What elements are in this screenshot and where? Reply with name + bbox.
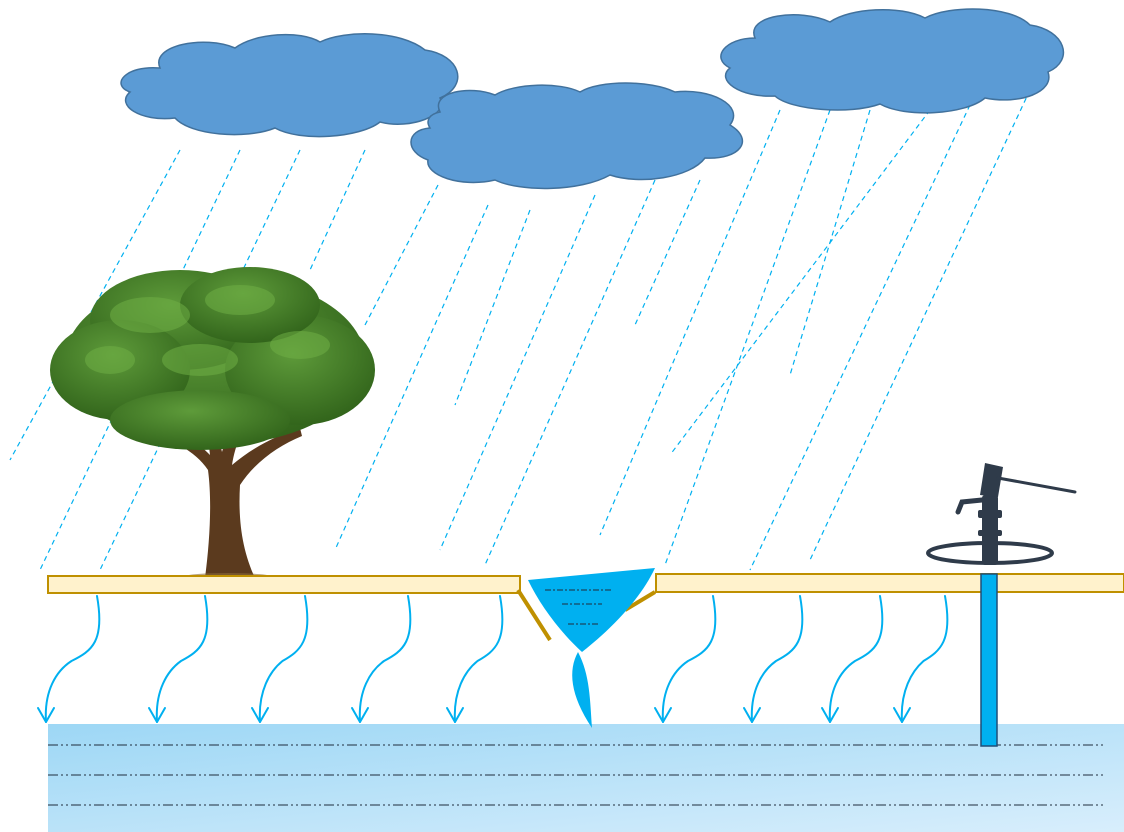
- aquifer-body: [48, 724, 1124, 832]
- ground-strip-left: [48, 576, 520, 593]
- rain-streak: [485, 180, 655, 565]
- ground-strip-right: [656, 574, 1124, 592]
- rain-streak: [455, 210, 530, 405]
- infiltration-arrow: [830, 596, 883, 722]
- cloud-left: [121, 34, 458, 137]
- groundwater-aquifer: [48, 724, 1124, 832]
- rain-streak: [665, 110, 830, 565]
- pump-handle[interactable]: [998, 478, 1075, 492]
- cloud-middle: [411, 83, 742, 188]
- pump-collar: [978, 510, 1002, 518]
- infiltration-arrow: [752, 596, 803, 722]
- pump-spout: [958, 500, 982, 512]
- pond-seepage: [572, 652, 592, 728]
- rain-streak: [365, 185, 438, 325]
- pond-water: [528, 568, 655, 652]
- hand-pump: [928, 463, 1075, 565]
- rain-streak: [750, 105, 970, 570]
- infiltration-arrow: [260, 596, 308, 722]
- hand-pump-well: [928, 463, 1075, 746]
- rain-streak: [635, 180, 700, 325]
- rain-streak: [310, 150, 365, 270]
- pump-head: [980, 463, 1003, 497]
- clouds: [121, 9, 1063, 188]
- infiltration-arrow: [902, 596, 948, 722]
- rain-streak: [670, 110, 930, 455]
- rain-streak: [440, 195, 595, 550]
- infiltration-arrow: [663, 596, 716, 722]
- infiltration-arrow: [157, 596, 208, 722]
- well-pipe: [981, 574, 997, 746]
- infiltration-arrow: [360, 596, 411, 722]
- depression-pond: [518, 568, 655, 728]
- pump-collar-low: [978, 530, 1002, 536]
- infiltration-arrows: [38, 596, 947, 722]
- tree: [50, 267, 375, 581]
- infiltration-arrow: [455, 596, 503, 722]
- cloud-right: [721, 9, 1064, 113]
- infiltration-arrow: [46, 596, 100, 722]
